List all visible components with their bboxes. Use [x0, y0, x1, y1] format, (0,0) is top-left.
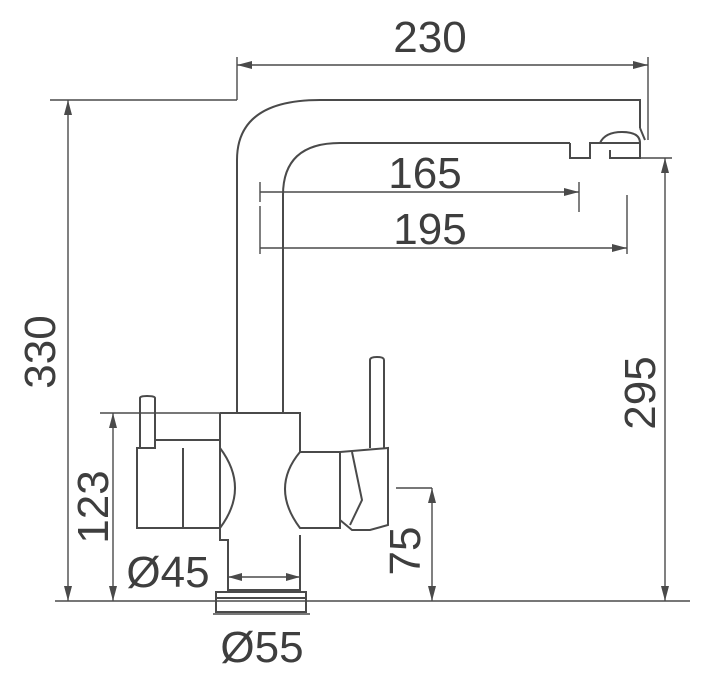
- dimension-label-165: 165: [388, 149, 461, 198]
- dimension-total-height: [50, 99, 237, 601]
- dimension-label-295: 295: [616, 356, 665, 429]
- left-handle-dome: [219, 447, 236, 529]
- right-lever-cam: [349, 451, 364, 526]
- dimension-spout-height: [640, 157, 672, 601]
- body-column: [219, 412, 301, 591]
- base-plate: [215, 591, 307, 613]
- dimension-label-330: 330: [16, 315, 65, 388]
- spout-outer-edge: [236, 99, 641, 413]
- dimension-body-diameter: [228, 573, 300, 581]
- spout-tip-edge: [639, 127, 646, 141]
- right-handle-dome: [284, 451, 341, 529]
- dimension-label-195: 195: [393, 205, 466, 254]
- spout-aerator: [569, 142, 640, 159]
- dimension-handle-height: [100, 412, 220, 601]
- dimension-side-lever-height: [396, 487, 436, 601]
- right-lever-block: [339, 446, 389, 531]
- dimension-label-diameter-45: Ø45: [126, 548, 209, 597]
- right-lever-stick: [369, 355, 385, 448]
- dimension-reach-filter: [259, 195, 628, 254]
- dimension-overall-reach: [236, 57, 649, 140]
- left-handle-block: [136, 439, 220, 529]
- filter-outlet-tip: [599, 130, 641, 159]
- dimension-label-75: 75: [381, 527, 430, 576]
- dimension-reach-aerator: [259, 182, 580, 212]
- dimension-label-diameter-55: Ø55: [220, 623, 303, 672]
- dimension-label-230: 230: [393, 13, 466, 62]
- dimension-label-123: 123: [69, 470, 118, 543]
- left-lever-pin: [139, 394, 156, 448]
